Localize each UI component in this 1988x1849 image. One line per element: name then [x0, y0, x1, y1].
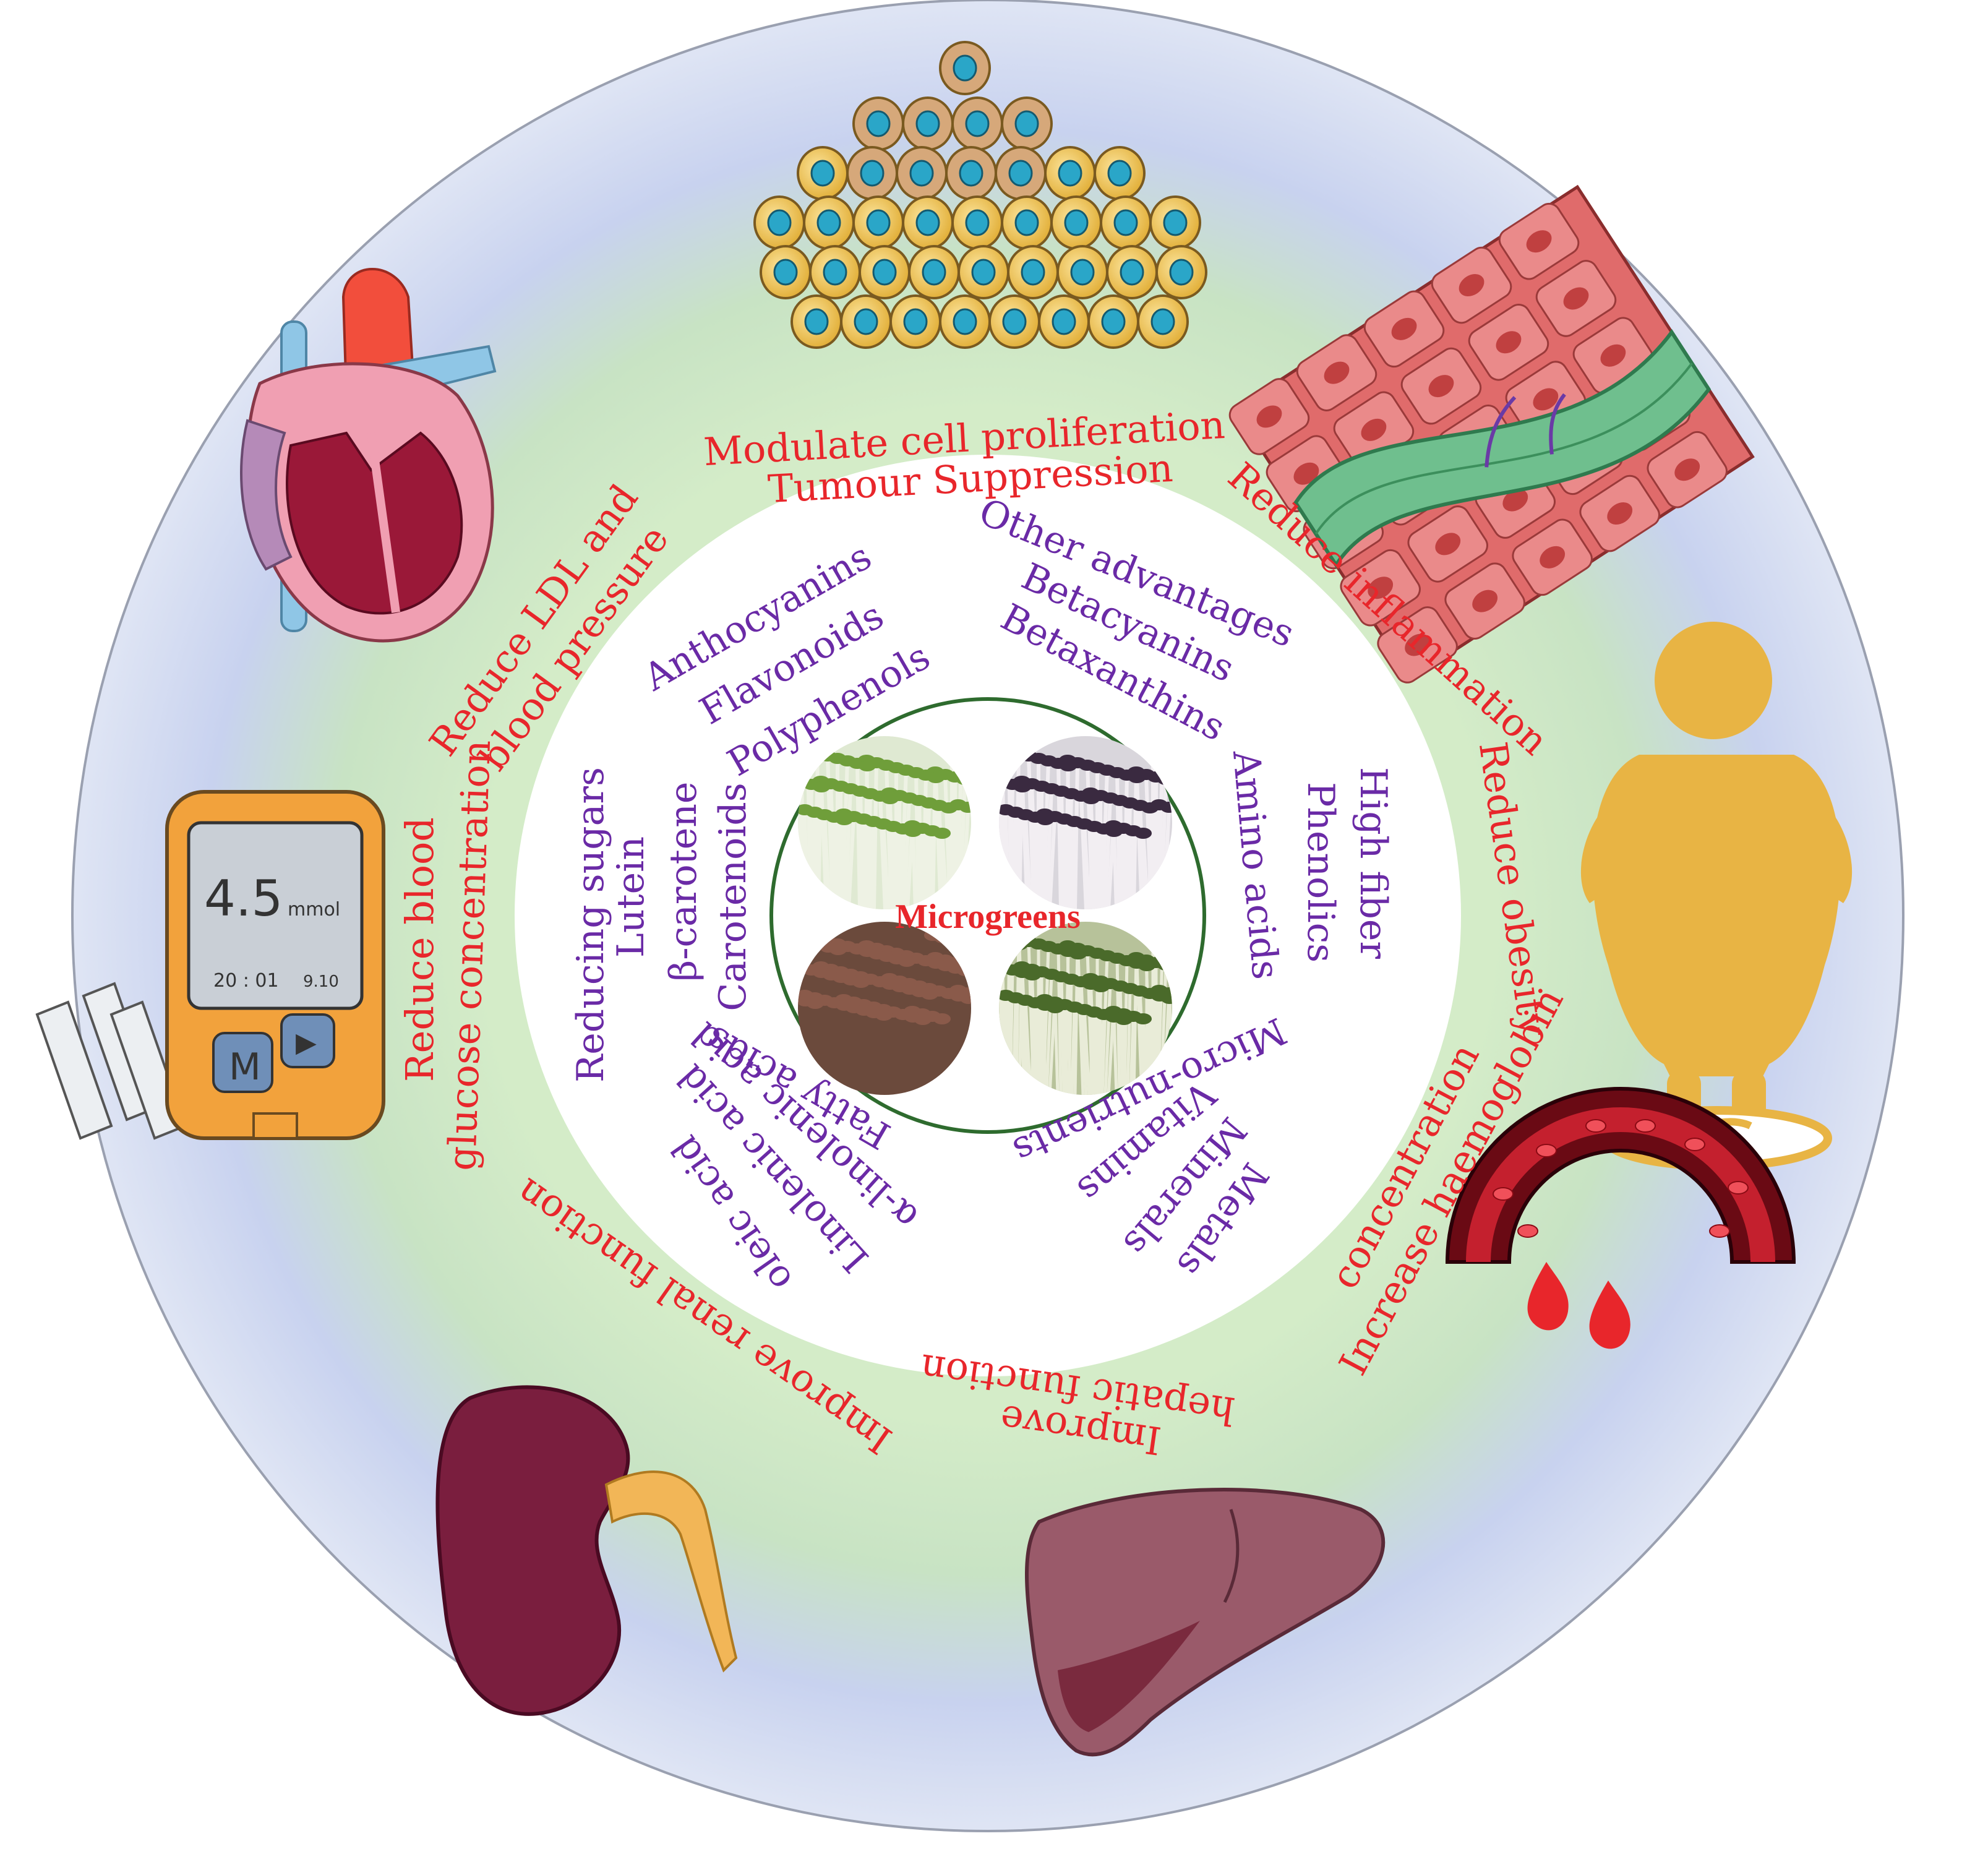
obese-person-icon	[1580, 622, 1853, 1170]
nutrient-carotenoids: Carotenoids	[711, 783, 755, 1011]
microgreens-photo	[798, 736, 1172, 1095]
meter-play-icon: ▶	[296, 1027, 317, 1058]
inflamed-tissue-icon	[1228, 184, 1755, 684]
benefit-reduce-blood: Reduce blood	[397, 817, 442, 1082]
liver-icon	[1025, 1488, 1386, 1757]
meter-unit: mmol	[288, 899, 340, 920]
cell-cluster-icon	[753, 41, 1207, 349]
meter-m-label: M	[229, 1045, 261, 1089]
nutrient-beta-carotene: β-carotene	[662, 782, 705, 982]
heart-icon	[240, 268, 497, 643]
nutrient-reducing-sugars: Reducing sugars	[569, 767, 612, 1083]
glucose-meter-icon: 4.5 mmol 20 : 01 9.10 M ▶	[35, 790, 385, 1140]
meter-reading: 4.5	[204, 870, 283, 927]
meter-date: 9.10	[303, 972, 339, 991]
meter-m-button[interactable]	[212, 1032, 273, 1093]
nutrient-lutein: Lutein	[609, 836, 653, 958]
nutrient-phenolics: Phenolics	[1299, 782, 1342, 963]
meter-play-button[interactable]	[280, 1013, 335, 1068]
center-title: Microgreens	[895, 898, 1081, 936]
meter-time: 20 : 01	[213, 970, 279, 992]
blood-vessel-icon	[1445, 1087, 1796, 1349]
nutrient-high-fiber: High fiber	[1352, 767, 1395, 959]
kidney-icon	[435, 1385, 738, 1716]
